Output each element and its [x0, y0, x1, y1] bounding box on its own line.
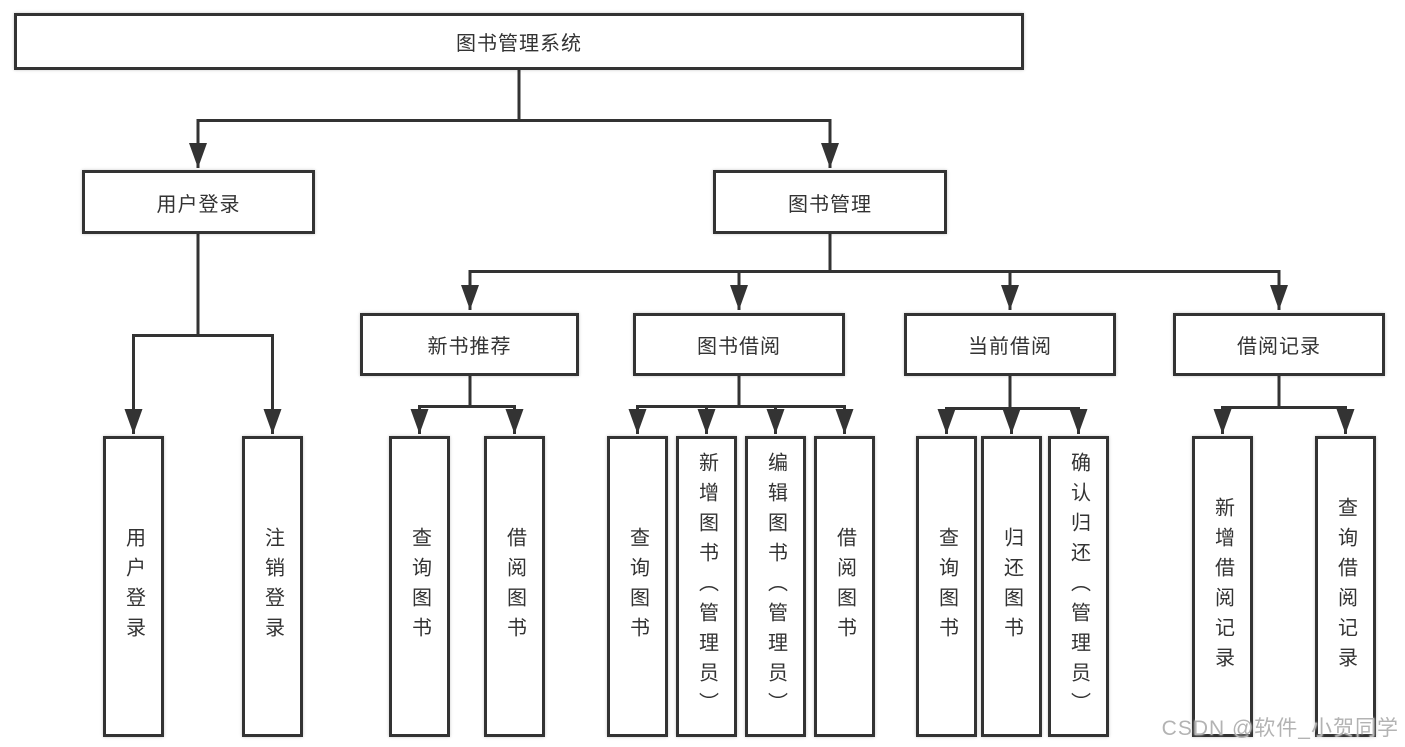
leaf-br-query-record-label: 查询借阅记录 [1334, 496, 1357, 677]
leaf-cb-return-books-label: 归还图书 [1000, 526, 1023, 647]
leaf-logout-label: 注销登录 [261, 526, 284, 647]
node-user-login-label: 用户登录 [156, 193, 241, 216]
leaf-nb-borrow-books-label: 借阅图书 [503, 526, 526, 647]
node-user-login: 用户登录 [82, 170, 315, 234]
leaf-bb-query-books: 查询图书 [607, 436, 668, 737]
leaf-user-login-label: 用户登录 [122, 526, 145, 647]
leaf-bb-borrow-books-label: 借阅图书 [833, 526, 856, 647]
leaf-cb-query-books: 查询图书 [916, 436, 977, 737]
leaf-user-login: 用户登录 [103, 436, 164, 737]
leaf-logout: 注销登录 [242, 436, 303, 737]
node-root: 图书管理系统 [14, 13, 1024, 70]
leaf-bb-edit-books-admin: 编辑图书（管理员） [745, 436, 806, 737]
watermark: CSDN @软件_小贺同学 [1161, 717, 1399, 740]
node-current-borrowing: 当前借阅 [904, 313, 1116, 376]
node-root-label: 图书管理系统 [456, 33, 582, 55]
leaf-bb-add-books-admin-label: 新增图书（管理员） [695, 451, 718, 722]
node-book-borrowing-label: 图书借阅 [697, 336, 781, 358]
leaf-br-add-record-label: 新增借阅记录 [1211, 496, 1234, 677]
node-current-borrowing-label: 当前借阅 [968, 336, 1052, 358]
node-book-management: 图书管理 [713, 170, 947, 234]
leaf-cb-confirm-return-admin-label: 确认归还（管理员） [1067, 451, 1090, 722]
node-borrowing-records: 借阅记录 [1173, 313, 1385, 376]
leaf-cb-query-books-label: 查询图书 [935, 526, 958, 647]
leaf-bb-edit-books-admin-label: 编辑图书（管理员） [764, 451, 787, 722]
node-book-management-label: 图书管理 [788, 193, 872, 216]
leaf-bb-query-books-label: 查询图书 [626, 526, 649, 647]
leaf-br-add-record: 新增借阅记录 [1192, 436, 1253, 737]
leaf-br-query-record: 查询借阅记录 [1315, 436, 1376, 737]
leaf-nb-borrow-books: 借阅图书 [484, 436, 545, 737]
node-new-book-recommend-label: 新书推荐 [427, 336, 512, 358]
leaf-nb-query-books: 查询图书 [389, 436, 450, 737]
node-new-book-recommend: 新书推荐 [360, 313, 579, 376]
leaf-bb-borrow-books: 借阅图书 [814, 436, 875, 737]
leaf-bb-add-books-admin: 新增图书（管理员） [676, 436, 737, 737]
node-borrowing-records-label: 借阅记录 [1237, 336, 1321, 358]
node-book-borrowing: 图书借阅 [633, 313, 845, 376]
leaf-cb-return-books: 归还图书 [981, 436, 1042, 737]
leaf-nb-query-books-label: 查询图书 [408, 526, 431, 647]
leaf-cb-confirm-return-admin: 确认归还（管理员） [1048, 436, 1109, 737]
